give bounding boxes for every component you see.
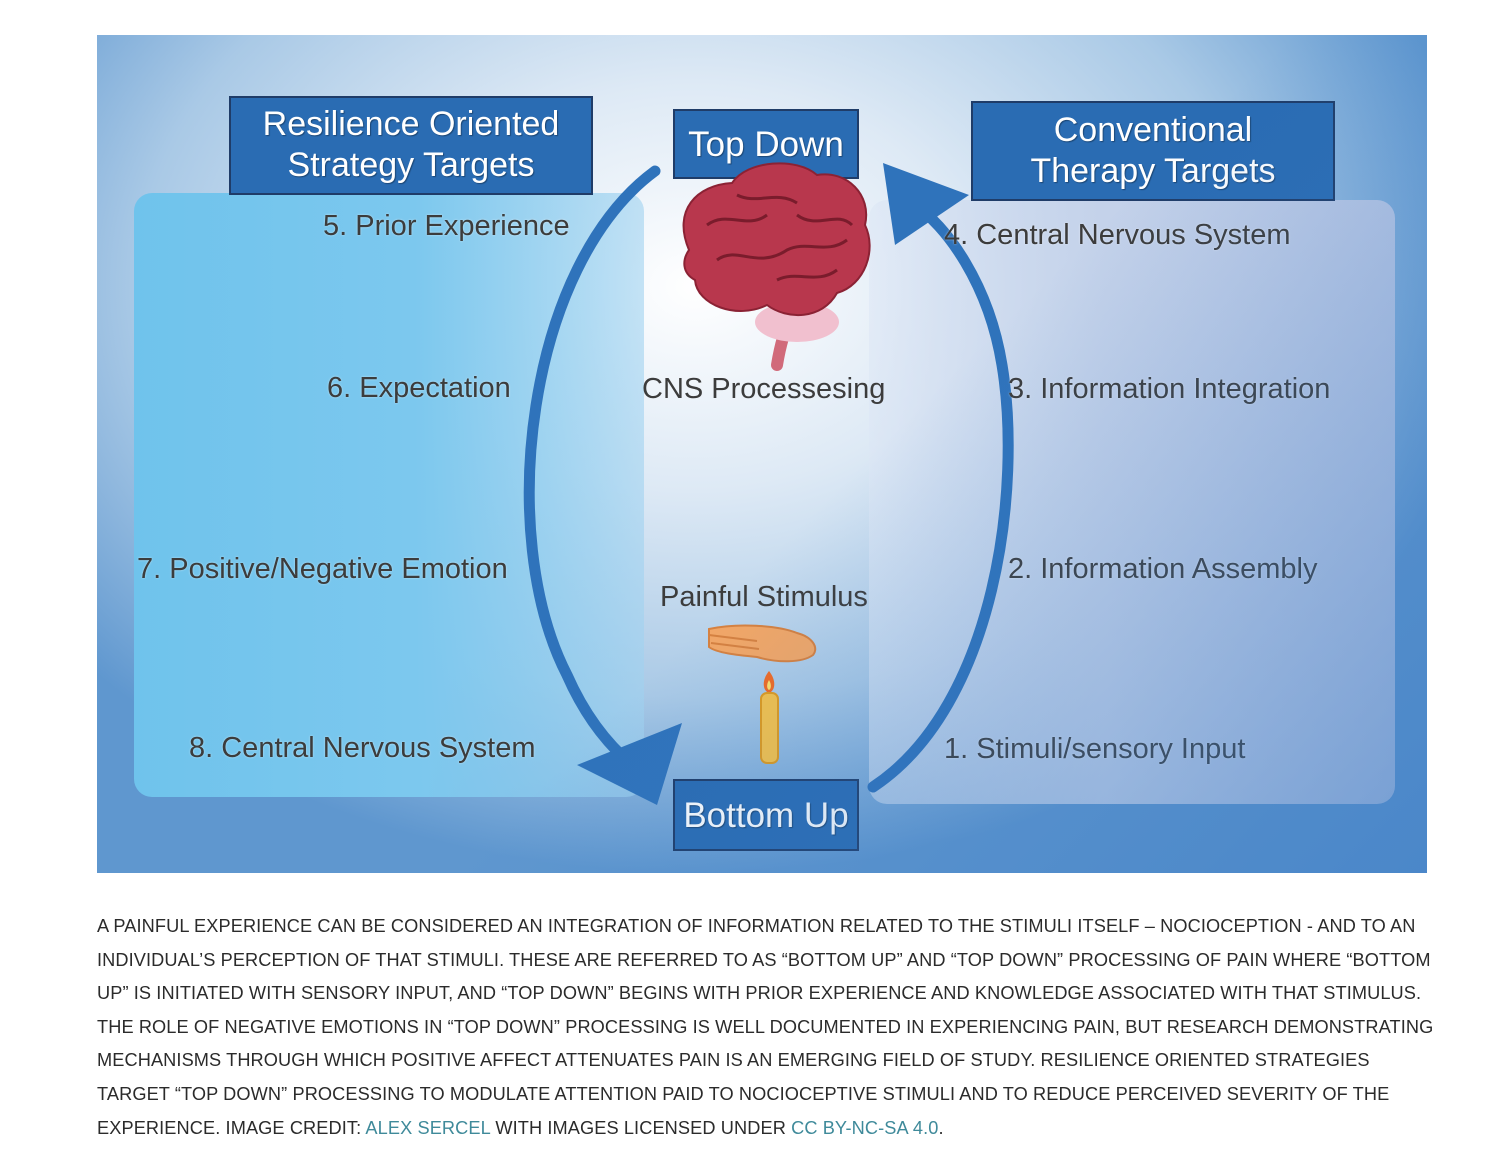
pain-processing-diagram: Resilience Oriented Strategy Targets Con… bbox=[97, 35, 1427, 873]
resilience-header-line2: Strategy Targets bbox=[287, 146, 535, 184]
bottom-up-arrowhead bbox=[883, 163, 969, 245]
conventional-header-line2: Therapy Targets bbox=[1030, 152, 1276, 190]
bottom-up-arrow bbox=[867, 197, 1014, 793]
conventional-targets-header: Conventional Therapy Targets bbox=[971, 101, 1335, 201]
resilience-targets-header: Resilience Oriented Strategy Targets bbox=[229, 96, 593, 195]
step-emotion: 7. Positive/Negative Emotion bbox=[137, 553, 508, 585]
cycle-arrows bbox=[523, 163, 1014, 805]
conventional-header-line1: Conventional bbox=[1053, 111, 1253, 149]
left-panel bbox=[134, 193, 644, 797]
step-information-integration: 3. Information Integration bbox=[1008, 373, 1331, 405]
painful-stimulus-label: Painful Stimulus bbox=[660, 581, 868, 613]
top-down-arrow bbox=[523, 165, 661, 781]
figure-caption: A PAINFUL EXPERIENCE CAN BE CONSIDERED A… bbox=[97, 910, 1437, 1145]
step-prior-experience: 5. Prior Experience bbox=[323, 210, 570, 242]
license-link[interactable]: CC BY-NC-SA 4.0 bbox=[791, 1117, 939, 1138]
brain-icon bbox=[682, 162, 871, 371]
step-cns-right: 4. Central Nervous System bbox=[944, 219, 1291, 251]
caption-text-middle: WITH IMAGES LICENSED UNDER bbox=[490, 1117, 792, 1138]
bottom-up-label: Bottom Up bbox=[673, 779, 859, 851]
step-expectation: 6. Expectation bbox=[327, 372, 511, 404]
top-down-arrowhead bbox=[577, 723, 682, 805]
author-link[interactable]: ALEX SERCEL bbox=[365, 1117, 491, 1138]
right-panel bbox=[869, 200, 1395, 804]
step-sensory-input: 1. Stimuli/sensory Input bbox=[944, 733, 1246, 765]
cns-processing-label: CNS Processesing bbox=[642, 373, 886, 405]
candle-icon bbox=[760, 671, 779, 764]
caption-text: A PAINFUL EXPERIENCE CAN BE CONSIDERED A… bbox=[97, 916, 1434, 1138]
step-cns-left: 8. Central Nervous System bbox=[189, 732, 536, 764]
step-information-assembly: 2. Information Assembly bbox=[1008, 553, 1318, 585]
resilience-header-line1: Resilience Oriented bbox=[262, 105, 560, 143]
hand-icon bbox=[708, 624, 817, 663]
caption-text-end: . bbox=[938, 1117, 944, 1138]
